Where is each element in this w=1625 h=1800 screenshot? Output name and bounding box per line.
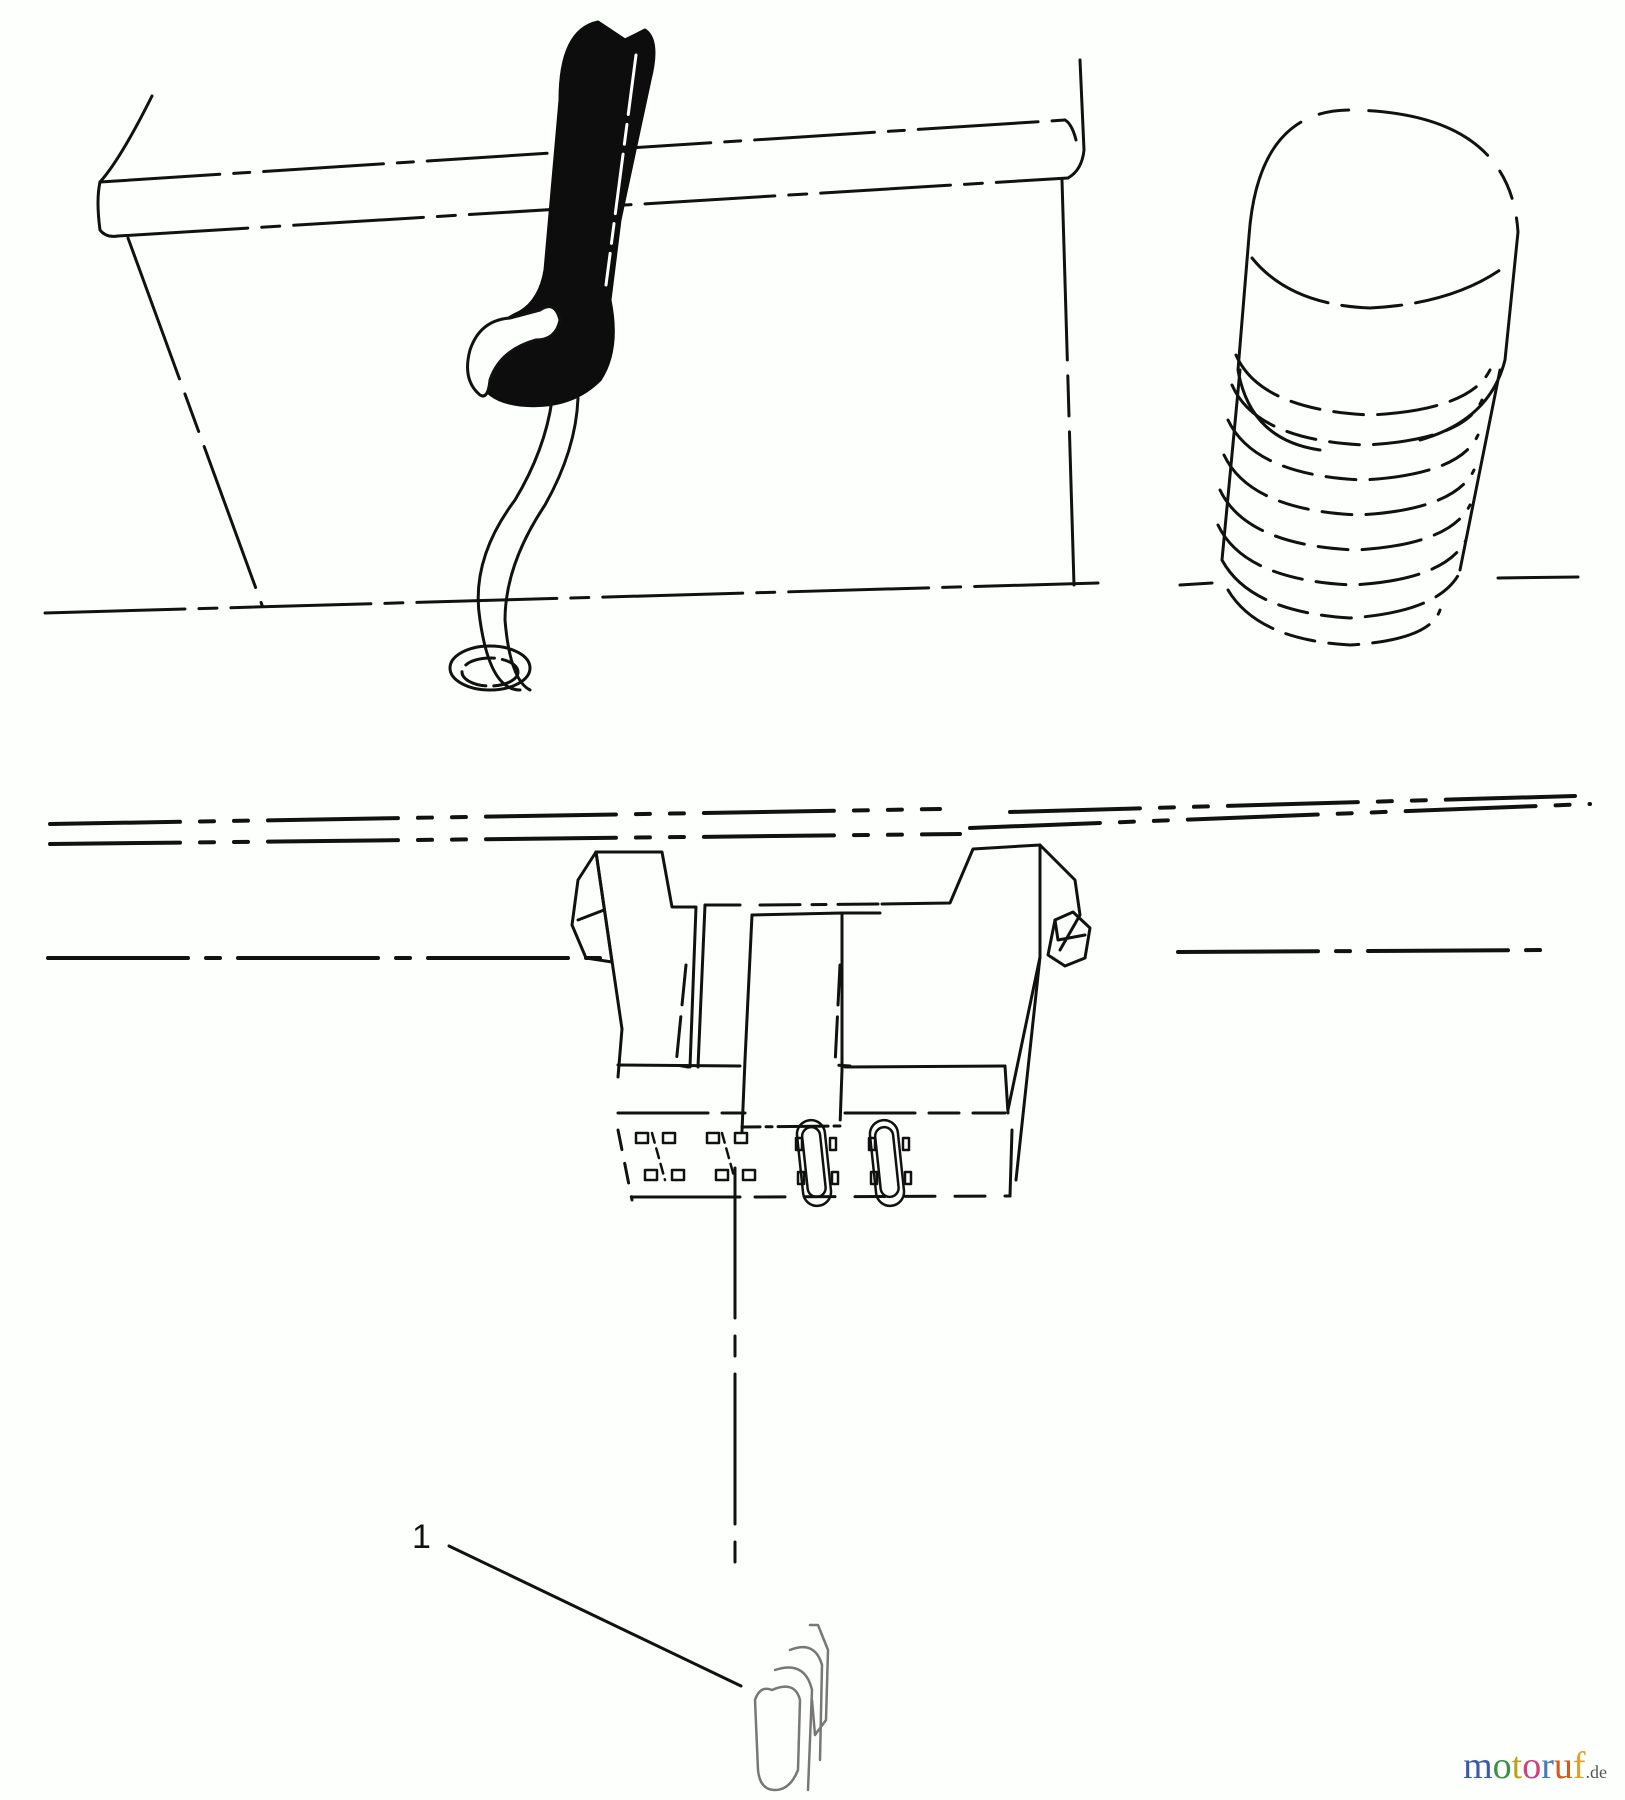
mounting-rails bbox=[46, 794, 1592, 960]
threaded-knob bbox=[1178, 108, 1520, 647]
watermark-letter: o bbox=[1522, 1745, 1542, 1787]
watermark-letter: f bbox=[1572, 1745, 1586, 1787]
fuse-block bbox=[570, 843, 1092, 1208]
callout-leader-line bbox=[447, 1544, 743, 1688]
fuse-icon bbox=[753, 1623, 830, 1792]
watermark-letter: u bbox=[1553, 1745, 1573, 1787]
watermark-logo: motoruf.de bbox=[1463, 1744, 1607, 1788]
callout-label-1: 1 bbox=[412, 1518, 431, 1556]
watermark-tld: .de bbox=[1585, 1762, 1608, 1782]
watermark-letter: m bbox=[1463, 1745, 1493, 1787]
watermark-letter: r bbox=[1541, 1745, 1554, 1787]
watermark-letter: o bbox=[1492, 1745, 1512, 1787]
watermark-letter: t bbox=[1511, 1745, 1523, 1787]
dash-panel bbox=[43, 58, 1580, 615]
key-icon bbox=[448, 20, 656, 692]
